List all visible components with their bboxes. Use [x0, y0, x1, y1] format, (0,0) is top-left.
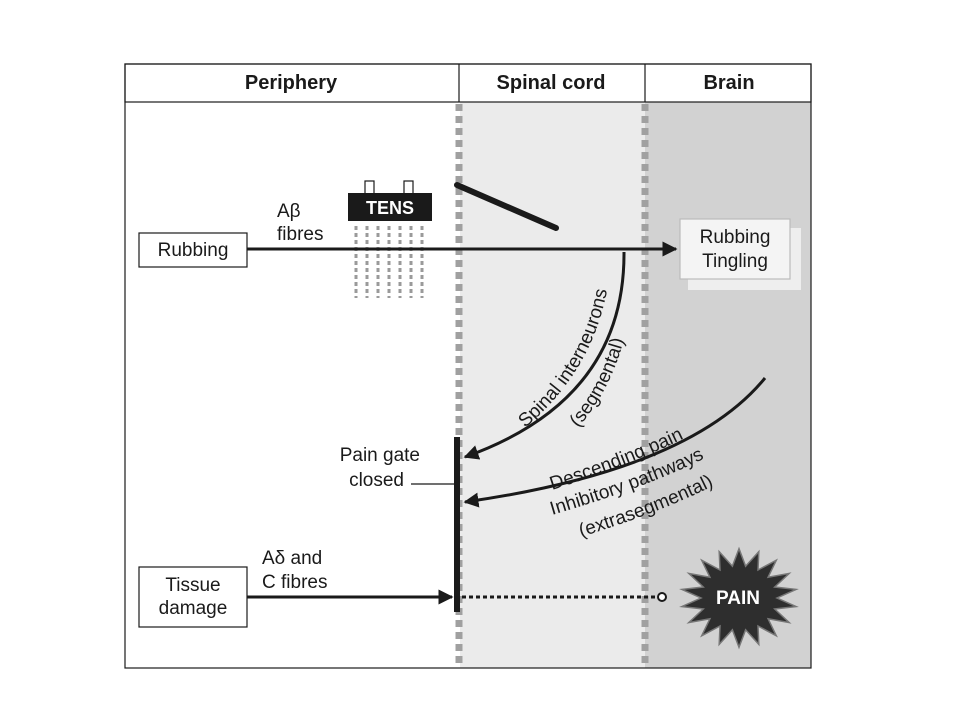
rubbing-label: Rubbing [158, 240, 229, 261]
tissue-label: Tissue [165, 575, 220, 596]
spinal-interneuron-arrow [463, 251, 626, 460]
tens-electrode [364, 180, 375, 195]
tissue-damage-box [138, 566, 248, 628]
diagram-frame [124, 63, 812, 669]
closed-label: closed [349, 470, 404, 491]
header-brain: Brain [703, 72, 754, 94]
blocked-path-end [657, 592, 667, 602]
tens-box [348, 193, 432, 221]
tens-label: TENS [366, 198, 414, 218]
abeta-label: Aβ [277, 201, 301, 222]
header-periphery: Periphery [245, 72, 338, 94]
spinal-cord-zone [460, 102, 645, 668]
rubbing-tingling-box [679, 218, 791, 280]
descending-pathway-arrow [463, 377, 767, 508]
rubbing-sensation-label: Rubbing [700, 227, 771, 248]
pain-gate-label: Pain gate [340, 445, 420, 466]
tingling-sensation-label: Tingling [702, 251, 768, 272]
pain-label: PAIN [716, 588, 760, 609]
header-spinal-cord: Spinal cord [497, 72, 606, 94]
gate-bar [454, 182, 559, 231]
rubbing-box [138, 232, 248, 268]
tens-device: TENS [348, 180, 432, 298]
damage-label: damage [159, 598, 228, 619]
tens-electrode [403, 180, 414, 195]
c-fibres-label: C fibres [262, 572, 327, 593]
adelta-label: Aδ and [262, 548, 322, 569]
fibres-label: fibres [277, 224, 323, 245]
pain-starburst [679, 546, 799, 650]
